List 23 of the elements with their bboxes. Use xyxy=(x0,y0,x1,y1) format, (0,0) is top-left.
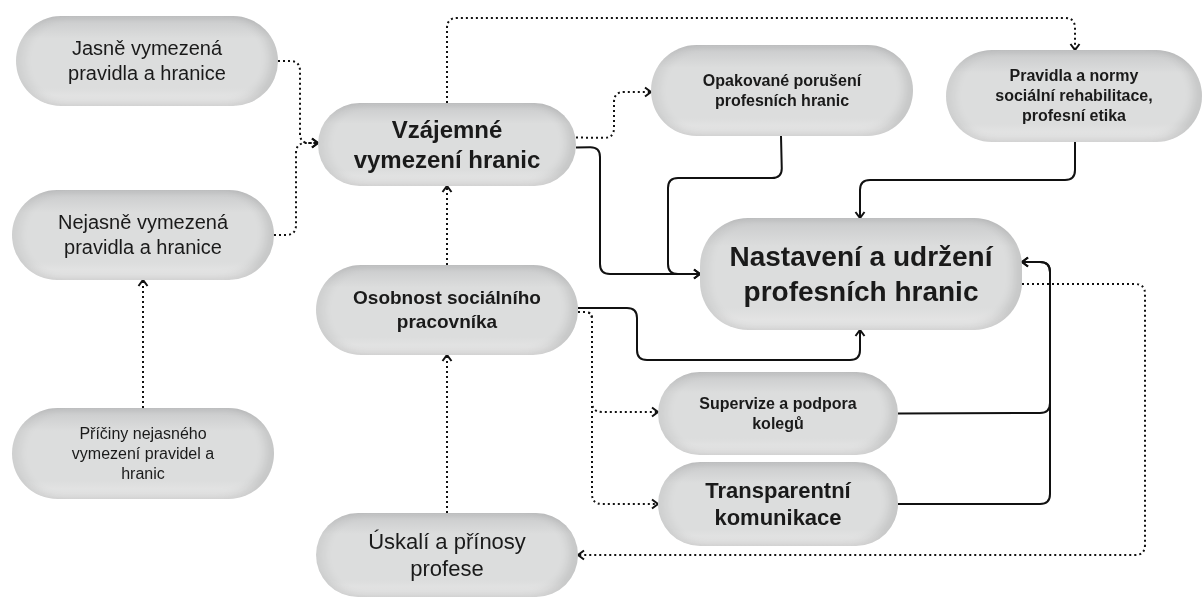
arrow xyxy=(577,283,1146,561)
box-label: Osobnost sociálního pracovníka xyxy=(352,286,542,334)
box-label: Příčiny nejasného vymezení pravidel a hranic xyxy=(70,423,216,484)
arrow xyxy=(577,307,866,361)
arrow xyxy=(854,141,1076,219)
arrow xyxy=(446,17,1081,104)
arrow xyxy=(441,185,453,266)
box-label: Opakované porušení profesních hranic xyxy=(701,70,863,111)
arrow xyxy=(575,86,652,139)
box-label: Supervize a podpora kolegů xyxy=(698,393,858,434)
arrow xyxy=(273,137,319,236)
box-label: Nejasně vymezená pravidla a hranice xyxy=(56,210,230,260)
rounded-box xyxy=(946,50,1202,142)
arrow xyxy=(137,279,149,409)
box-label: Úskalí a přínosy profese xyxy=(367,527,527,583)
box-label: Transparentní komunikace xyxy=(704,476,852,532)
arrow xyxy=(667,135,783,280)
arrow xyxy=(441,354,453,514)
box-label: Jasně vymezená pravidla a hranice xyxy=(67,36,227,86)
box-label: Pravidla a normy sociální rehabilitace, profesní etika xyxy=(994,66,1154,126)
box-label: Vzájemné vymezení hranic xyxy=(352,114,542,175)
box-label: Nastavení a udržení profesních hranic xyxy=(728,240,995,309)
arrow xyxy=(897,256,1051,505)
